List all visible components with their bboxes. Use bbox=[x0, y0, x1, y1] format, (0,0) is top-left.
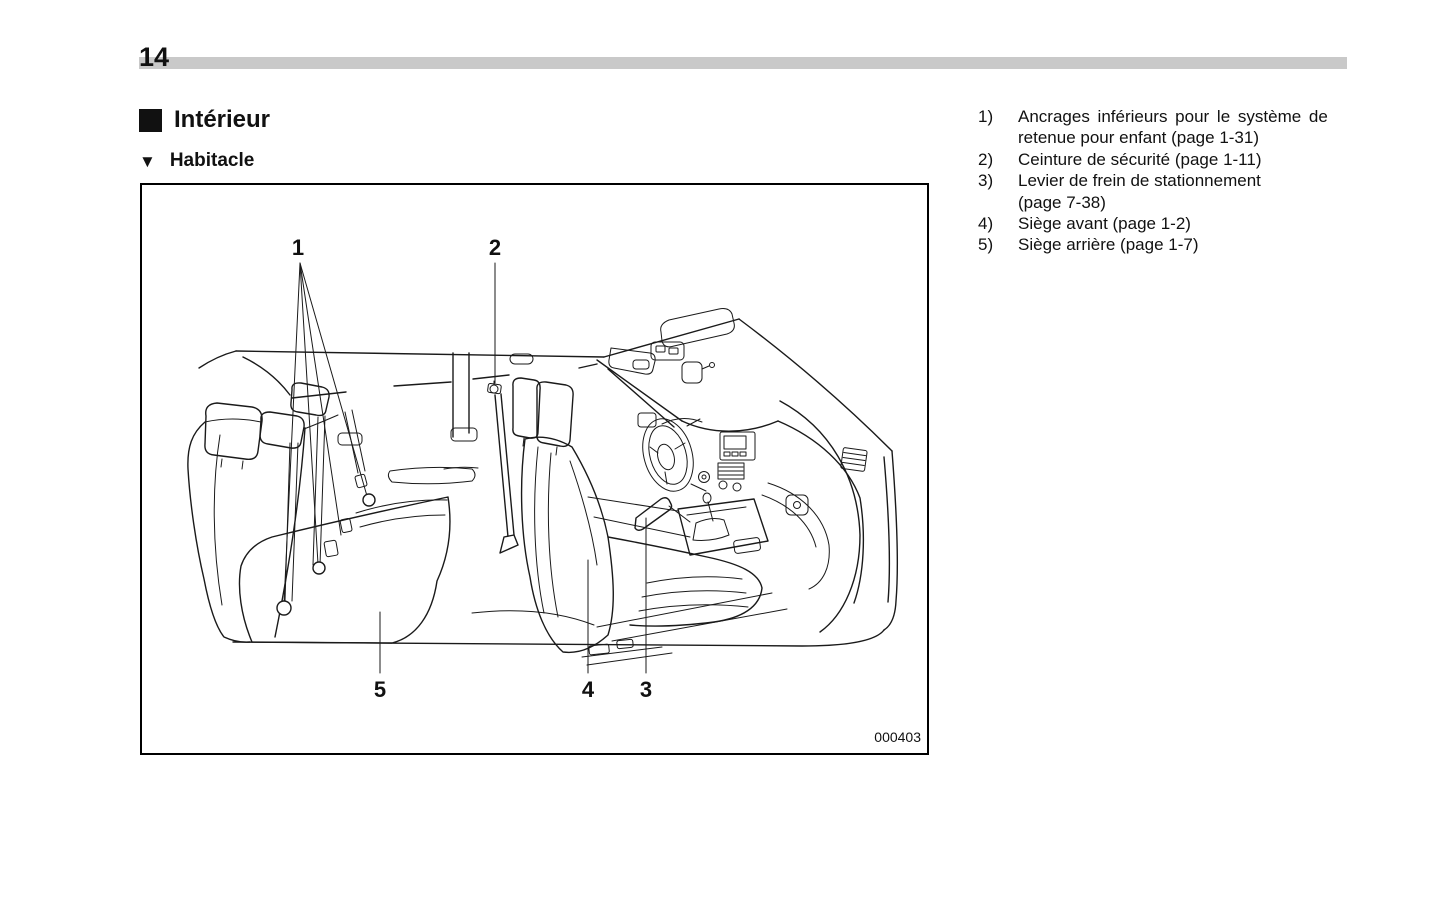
figure-code: 000403 bbox=[874, 729, 921, 745]
callout-5: 5 bbox=[374, 677, 386, 702]
gear-shifter-icon bbox=[708, 502, 713, 521]
legend-item-number: 2) bbox=[978, 149, 994, 169]
callout-labels-group: 1 2 5 4 3 bbox=[292, 235, 652, 702]
legend-item-3: 3) Levier de frein de stationnement (pag… bbox=[978, 170, 1354, 213]
front-seatback bbox=[522, 437, 614, 652]
side-vent-icon bbox=[841, 447, 868, 471]
legend-item-number: 4) bbox=[978, 214, 994, 234]
overhead-console-icon bbox=[651, 342, 684, 360]
callout-4: 4 bbox=[582, 677, 595, 702]
legend-item-text: Siège arrière (page 1-7) bbox=[1018, 235, 1199, 255]
callout-leader-lines bbox=[284, 263, 646, 673]
seatbelt-callout-group bbox=[487, 381, 518, 553]
rear-seat-group bbox=[188, 383, 450, 643]
map-light-icon bbox=[633, 360, 649, 369]
child-anchor-point-icon bbox=[313, 562, 325, 574]
seatbelt-buckle-icon bbox=[324, 540, 338, 557]
child-anchor-point-icon bbox=[277, 601, 291, 615]
rear-seat-cushion bbox=[239, 497, 449, 643]
center-console-group bbox=[588, 493, 768, 555]
legend-item-4: 4) Siège avant (page 1-2) bbox=[978, 213, 1354, 234]
rear-headrest-icon bbox=[205, 403, 262, 459]
legend-item-text: Siège avant (page 1-2) bbox=[1018, 214, 1191, 234]
rear-seatbelt-strap bbox=[313, 416, 325, 565]
rearview-mirror-icon bbox=[682, 362, 702, 383]
legend-list: 1) Ancrages inférieurs pour le système d… bbox=[978, 106, 1354, 256]
seatbelt-strap bbox=[495, 394, 514, 537]
subsection-heading: ▼ Habitacle bbox=[139, 150, 254, 172]
seatbelt-anchor-icon bbox=[490, 385, 498, 393]
section-square-bullet-icon bbox=[139, 108, 162, 132]
front-door-panel-group bbox=[762, 401, 860, 632]
steering-wheel-icon bbox=[635, 413, 702, 497]
rear-seatbelt-strap bbox=[285, 443, 298, 601]
roof-fittings-group bbox=[510, 309, 734, 427]
anchor-points-group bbox=[277, 494, 375, 615]
legend-item-text: Levier de frein de stationnement (page 7… bbox=[1018, 171, 1261, 212]
legend-item-number: 3) bbox=[978, 171, 994, 191]
center-vent-icon bbox=[718, 463, 744, 479]
legend-item-number: 1) bbox=[978, 107, 994, 126]
door-pull-handle-icon bbox=[786, 495, 808, 515]
door-mirror-icon bbox=[638, 413, 656, 427]
radio-head-unit-icon bbox=[720, 432, 755, 460]
interior-diagram-figure: 1 2 5 4 3 000403 bbox=[140, 183, 929, 755]
front-seat-cushion bbox=[608, 537, 762, 626]
door-handle-icon bbox=[451, 428, 477, 441]
seatbelt-buckle-icon bbox=[340, 518, 352, 533]
page-number: 14 bbox=[139, 42, 170, 72]
rear-headrest-icon bbox=[291, 383, 329, 416]
front-headrest-icon bbox=[513, 378, 540, 438]
car-shell-group bbox=[199, 319, 897, 646]
callout-2: 2 bbox=[489, 235, 501, 260]
sun-visor-left-icon bbox=[609, 348, 655, 374]
seatbelt-buckle-icon bbox=[355, 474, 368, 488]
parking-brake-lever-icon bbox=[635, 498, 672, 531]
grab-handle-icon bbox=[510, 354, 533, 364]
sun-visor-right-icon bbox=[661, 309, 735, 347]
legend-item-number: 5) bbox=[978, 235, 994, 255]
climate-knob-icon bbox=[733, 483, 741, 491]
dashboard-group bbox=[635, 413, 868, 603]
rear-headrest-icon bbox=[260, 412, 304, 448]
callout-3: 3 bbox=[640, 677, 652, 702]
header-rule-bar bbox=[139, 57, 1347, 69]
front-headrest-icon bbox=[537, 382, 573, 447]
section-heading: Intérieur bbox=[139, 106, 270, 134]
seatbelt-tongue-icon bbox=[500, 535, 518, 553]
rear-door-panel-group bbox=[338, 428, 478, 484]
car-interior-line-drawing: 1 2 5 4 3 000403 bbox=[142, 235, 921, 745]
section-heading-label: Intérieur bbox=[174, 106, 271, 133]
ignition-switch-icon bbox=[699, 472, 710, 483]
child-anchor-point-icon bbox=[363, 494, 375, 506]
legend-item-2: 2) Ceinture de sécurité (page 1-11) bbox=[978, 149, 1354, 170]
floor-lines-group bbox=[472, 593, 787, 641]
callout-1: 1 bbox=[292, 235, 304, 260]
front-seat-group bbox=[513, 378, 762, 665]
legend-item-text: Ancrages inférieurs pour le système de r… bbox=[1018, 107, 1328, 148]
climate-knob-icon bbox=[719, 481, 727, 489]
door-handle-icon bbox=[338, 433, 362, 445]
legend-item-text: Ceinture de sécurité (page 1-11) bbox=[1018, 149, 1262, 169]
subsection-heading-label: Habitacle bbox=[169, 150, 255, 171]
legend-item-1: 1) Ancrages inférieurs pour le système d… bbox=[978, 106, 1354, 149]
subsection-triangle-icon: ▼ bbox=[139, 151, 156, 171]
legend-item-5: 5) Siège arrière (page 1-7) bbox=[978, 234, 1354, 255]
